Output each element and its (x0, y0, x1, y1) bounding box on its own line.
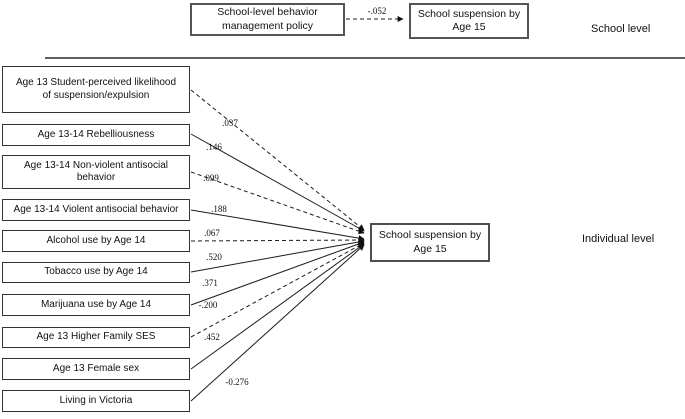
path-line-perceived-likelihood (190, 89, 365, 231)
predictor-box-female-sex: Age 13 Female sex (2, 358, 190, 380)
predictor-box-marijuana-use: Marijuana use by Age 14 (2, 294, 190, 316)
coefficient-violent-antisocial: .188 (211, 204, 227, 214)
coefficient-nonviolent-antisocial: .099 (203, 173, 219, 183)
path-line-family-ses (190, 242, 365, 338)
level-divider-line (45, 57, 685, 59)
path-line-female-sex (190, 243, 365, 370)
predictor-box-rebelliousness: Age 13-14 Rebelliousness (2, 124, 190, 146)
path-line-alcohol-use (190, 237, 365, 244)
school-policy-box: School-level behavior management policy (190, 3, 345, 36)
coefficient-perceived-likelihood: .037 (222, 118, 238, 128)
coefficient-living-victoria: -0.276 (225, 377, 249, 387)
predictor-box-alcohol-use: Alcohol use by Age 14 (2, 230, 190, 252)
path-line-nonviolent-antisocial (190, 171, 365, 235)
school-path-coefficient: -.052 (368, 6, 387, 16)
path-line-tobacco-use (190, 238, 365, 273)
predictor-box-perceived-likelihood: Age 13 Student-perceived likelihood of s… (2, 66, 190, 113)
coefficient-family-ses: -.200 (199, 300, 218, 310)
predictor-box-tobacco-use: Tobacco use by Age 14 (2, 262, 190, 283)
path-line-violent-antisocial (190, 209, 365, 242)
coefficient-female-sex: .452 (204, 332, 220, 342)
coefficient-alcohol-use: .067 (204, 228, 220, 238)
individual-outcome-box: School suspension by Age 15 (370, 223, 490, 262)
coefficient-tobacco-use: .520 (206, 252, 222, 262)
coefficient-rebelliousness: .146 (206, 142, 222, 152)
coefficient-marijuana-use: .371 (202, 278, 218, 288)
individual-level-label: Individual level (582, 233, 655, 245)
predictor-box-nonviolent-antisocial: Age 13-14 Non-violent antisocial behavio… (2, 155, 190, 189)
path-line-living-victoria (190, 244, 365, 402)
predictor-box-violent-antisocial: Age 13-14 Violent antisocial behavior (2, 199, 190, 221)
school-level-label: School level (591, 23, 651, 35)
predictor-box-living-victoria: Living in Victoria (2, 390, 190, 412)
path-line-marijuana-use (190, 241, 365, 306)
path-line-rebelliousness (190, 133, 365, 232)
school-outcome-box: School suspension by Age 15 (409, 3, 529, 39)
predictor-box-family-ses: Age 13 Higher Family SES (2, 327, 190, 348)
